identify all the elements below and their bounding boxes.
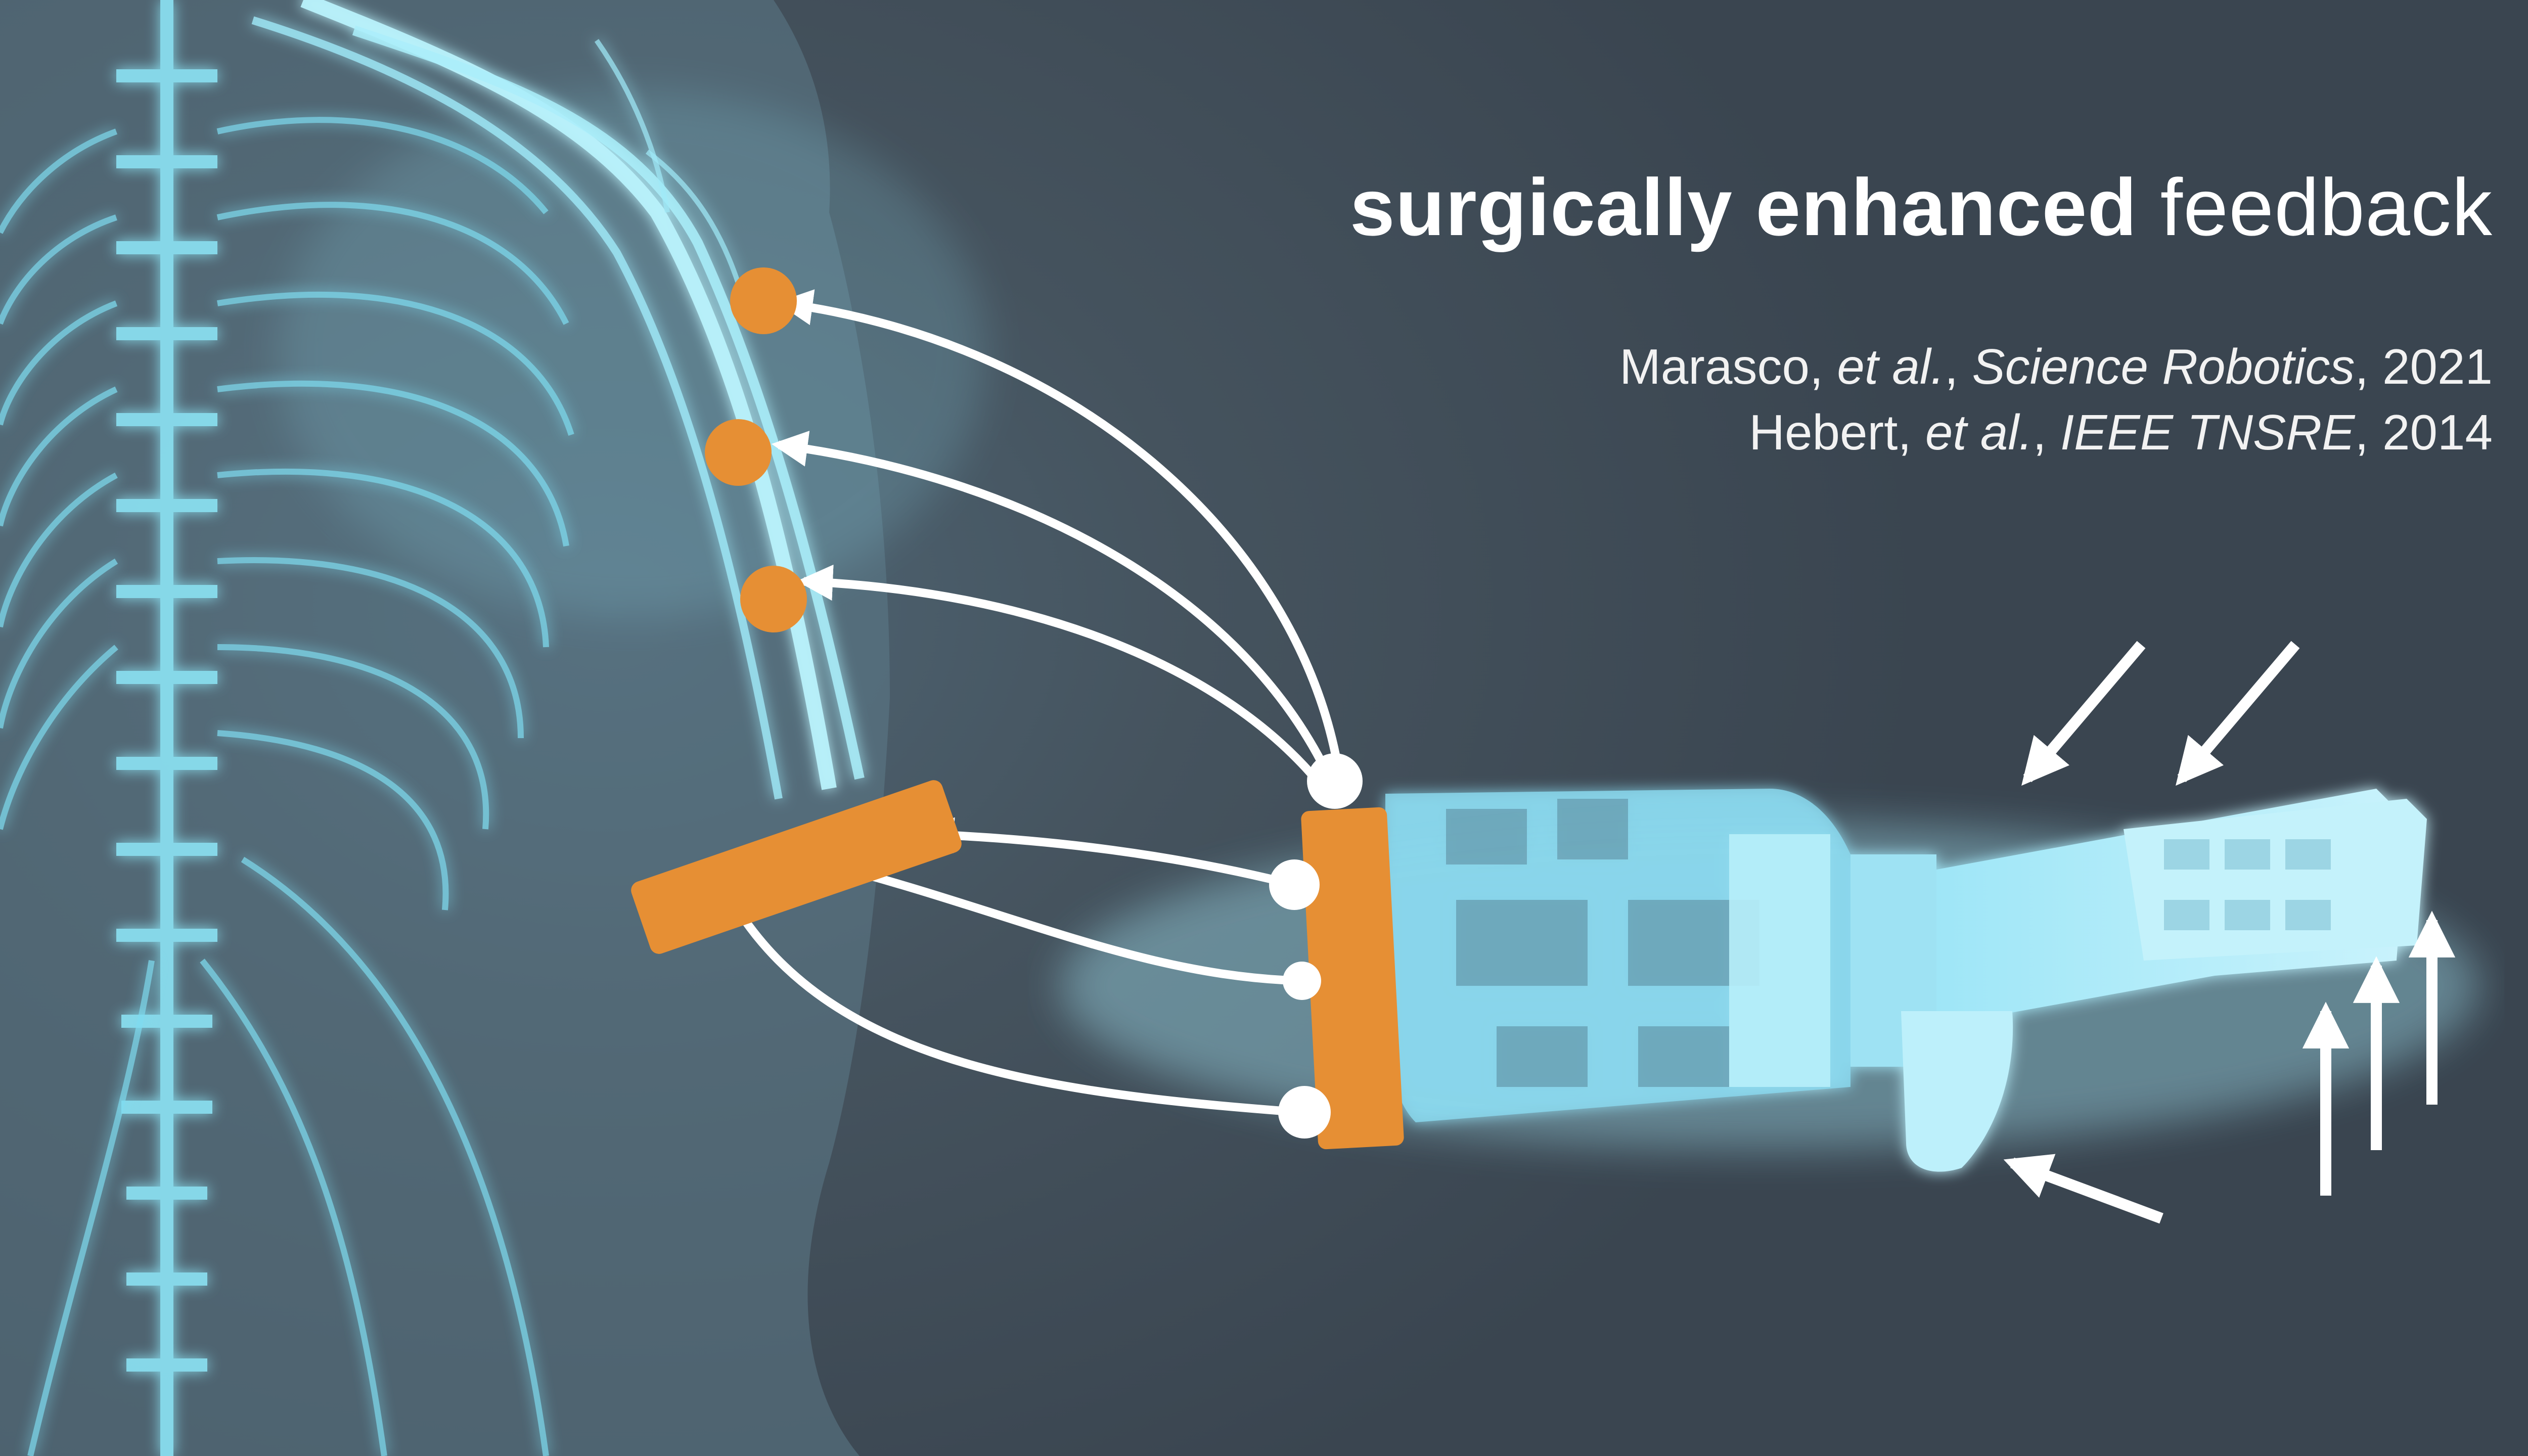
reference-2-journal: IEEE TNSRE: [2060, 404, 2355, 460]
shoulder-target-1: [730, 267, 797, 334]
sensor-contact-1: [1269, 859, 1320, 910]
reference-1: Marasco, et al., Science Robotics, 2021: [1619, 334, 2493, 399]
reference-2-year: 2014: [2382, 404, 2493, 460]
shoulder-target-3: [740, 566, 807, 632]
force-arrow-3: [2012, 1163, 2161, 1218]
reference-2-etal: et al.: [1925, 404, 2033, 460]
shoulder-target-2: [705, 419, 772, 486]
reference-1-author: Marasco,: [1619, 339, 1823, 394]
reference-2-sep1: ,: [2033, 404, 2046, 460]
sensor-contact-2: [1283, 962, 1321, 1000]
force-arrow-1: [2027, 645, 2141, 779]
sensor-contact-top: [1307, 753, 1363, 809]
wire-to-pad-1: [925, 834, 1294, 885]
title-regular: feedback: [2160, 162, 2493, 252]
reference-1-journal: Science Robotics: [1972, 339, 2355, 394]
reference-1-sep1: ,: [1945, 339, 1958, 394]
reference-1-year: 2021: [2382, 339, 2493, 394]
force-arrow-2: [2182, 645, 2295, 779]
reference-2-sep2: ,: [2355, 404, 2369, 460]
references: Marasco, et al., Science Robotics, 2021 …: [1619, 334, 2493, 465]
reference-1-etal: et al.: [1837, 339, 1944, 394]
reference-1-sep2: ,: [2355, 339, 2369, 394]
title-bold: surgically enhanced: [1350, 162, 2137, 252]
reference-2-author: Hebert,: [1749, 404, 1911, 460]
slide-title: surgically enhanced feedback: [1350, 167, 2493, 248]
sensor-contact-3: [1278, 1086, 1331, 1139]
reference-2: Hebert, et al., IEEE TNSRE, 2014: [1619, 399, 2493, 465]
torso-silhouette: [0, 0, 986, 1456]
